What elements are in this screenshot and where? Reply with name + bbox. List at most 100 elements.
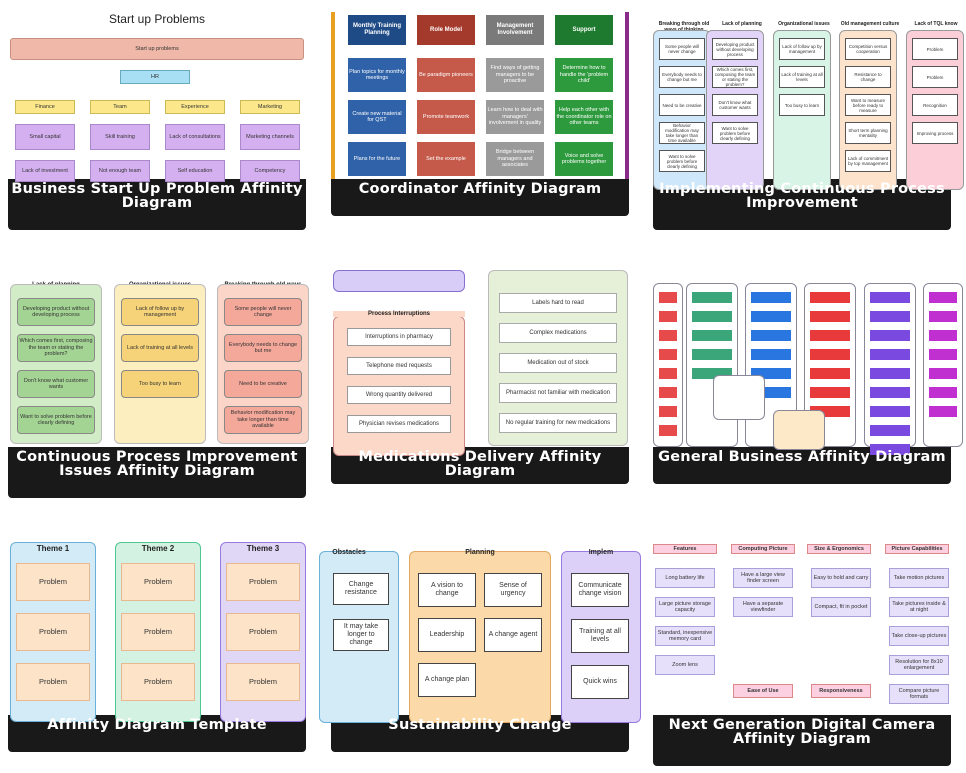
column-group: [713, 375, 765, 420]
diagram-note: Sense of urgency: [484, 573, 542, 607]
column-header: Planning: [465, 549, 495, 556]
diagram-note: Want to measure before ready to measure: [845, 94, 891, 116]
column-header: Size & Ergonomics: [807, 544, 871, 554]
category-box: Experience: [165, 100, 225, 114]
diagram-note: No regular training for new medications: [499, 413, 617, 433]
column-group: [333, 270, 465, 292]
diagram-note: [692, 330, 732, 341]
card-thumbnail: Breaking through old ways of thinkingLac…: [653, 12, 964, 190]
diagram-note: Developing product without developing pr…: [712, 38, 758, 60]
template-card[interactable]: Lack of planningDeveloping product witho…: [8, 280, 309, 498]
diagram-note: Lack of follow up by management: [779, 38, 825, 60]
diagram-note: Lack of consultations: [165, 124, 225, 150]
diagram-note: Want to solve problem before clearly def…: [17, 406, 95, 434]
diagram-note: Take pictures inside & at night: [889, 597, 949, 617]
diagram-note: Lack of investment: [15, 160, 75, 182]
diagram-note: [659, 311, 677, 322]
column-group: [864, 283, 916, 447]
diagram-note: [659, 349, 677, 360]
diagram-note: Bridge between managers and associates: [486, 142, 544, 176]
diagram-note: Zoom lens: [655, 655, 715, 675]
diagram-note: Behavior modification may take longer th…: [224, 406, 302, 434]
diagram-note: [810, 368, 850, 379]
diagram-note: [929, 387, 957, 398]
diagram-note: [870, 330, 910, 341]
diagram-note: Want to solve problem before clearly def…: [659, 150, 705, 172]
diagram-note: Problem: [912, 66, 958, 88]
diagram-note: Don't know what customer wants: [17, 370, 95, 398]
diagram-note: Take motion pictures: [889, 568, 949, 588]
diagram-note: Medication out of stock: [499, 353, 617, 373]
diagram-note: Plan topics for monthly meetings: [348, 58, 406, 92]
diagram-note: Too busy to learn: [779, 94, 825, 116]
diagram-note: Want to solve problem before clearly def…: [712, 122, 758, 144]
diagram-note: Have a separate viewfinder: [733, 597, 793, 617]
column-header: Lack of planning: [722, 21, 762, 27]
diagram-note: Interruptions in pharmacy: [347, 328, 451, 346]
template-card[interactable]: General Business Affinity Diagram: [653, 280, 963, 484]
diagram-note: Need to be creative: [659, 94, 705, 116]
column-group: [653, 283, 683, 447]
diagram-note: Resolution for 8x10 enlargement: [889, 655, 949, 675]
diagram-note: [751, 387, 791, 398]
diagram-note: [929, 292, 957, 303]
diagram-note: [810, 292, 850, 303]
column-header: Monthly Training Planning: [348, 15, 406, 45]
diagram-note: [692, 368, 732, 379]
column-header: Support: [555, 15, 613, 45]
diagram-note: Lack of follow up by management: [121, 298, 199, 326]
diagram-note: [751, 330, 791, 341]
diagram-note: [870, 406, 910, 417]
diagram-note: Pharmacist not familiar with medication: [499, 383, 617, 403]
diagram-note: Be paradigm pioneers: [417, 58, 475, 92]
column-header: Lack of TQL know: [914, 21, 958, 27]
card-title: Affinity Diagram Template: [47, 717, 267, 733]
diagram-note: Change resistance: [333, 573, 389, 605]
column-header: Theme 1: [36, 544, 70, 553]
diagram-note: Plans for the future: [348, 142, 406, 176]
diagram-note: Small capital: [15, 124, 75, 150]
diagram-note: [751, 292, 791, 303]
edge-stripe: [625, 12, 629, 179]
diagram-note: [870, 368, 910, 379]
diagram-note: [659, 406, 677, 417]
diagram-note: Easy to hold and carry: [811, 568, 871, 588]
diagram-note: Lack of training at all levels: [121, 334, 199, 362]
diagram-note: [692, 349, 732, 360]
diagram-note: Lack of training at all levels: [779, 66, 825, 88]
category-box: Team: [90, 100, 150, 114]
template-card[interactable]: Breaking through old ways of thinkingLac…: [653, 12, 964, 230]
diagram-note: [810, 387, 850, 398]
diagram-note: [751, 368, 791, 379]
card-title: Sustainability Change: [388, 717, 572, 733]
template-card[interactable]: Start up Problems Start up problems HR F…: [8, 12, 306, 230]
diagram-note: [692, 292, 732, 303]
diagram-note: [929, 311, 957, 322]
diagram-note: [659, 387, 677, 398]
diagram-note: Have a large view finder screen: [733, 568, 793, 588]
diagram-note: [810, 406, 850, 417]
problem-note: Problem: [226, 563, 300, 601]
card-title: Coordinator Affinity Diagram: [358, 181, 602, 197]
diagram-note: Find ways of getting managers to be proa…: [486, 58, 544, 92]
problem-note: Problem: [121, 663, 195, 701]
diagram-note: Complex medications: [499, 323, 617, 343]
diagram-note: Large picture storage capacity: [655, 597, 715, 617]
diagram-note: [659, 368, 677, 379]
category-box: Marketing: [240, 100, 300, 114]
column-header: Ease of Use: [733, 684, 793, 698]
diagram-note: Promote teamwork: [417, 100, 475, 134]
diagram-note: Everybody needs to change but me: [224, 334, 302, 362]
diagram-note: Too busy to learn: [121, 370, 199, 398]
diagram-note: Create new material for QST: [348, 100, 406, 134]
diagram-note: [659, 330, 677, 341]
column-header: Obstacles: [332, 549, 366, 556]
column-header: Responsiveness: [811, 684, 871, 698]
diagram-note: Voice and solve problems together: [555, 142, 613, 176]
